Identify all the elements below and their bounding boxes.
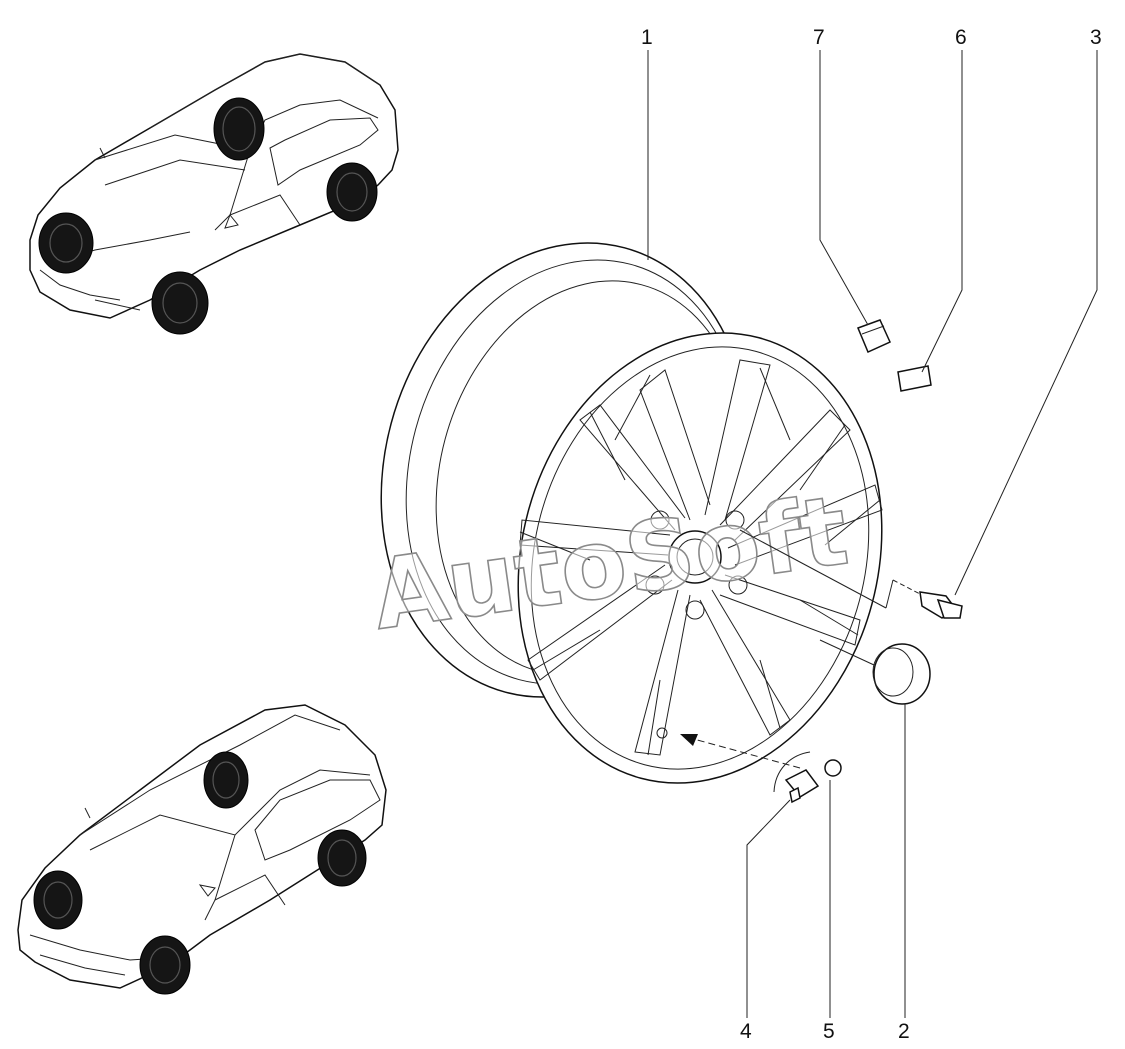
- clip-weight-icon: [857, 319, 891, 354]
- tire-icon: [139, 935, 191, 995]
- valve-stem-icon: [773, 751, 820, 804]
- tire-icon: [33, 870, 83, 930]
- callout-4: 4: [740, 1020, 752, 1043]
- tire-icon: [151, 271, 209, 335]
- tire-icon: [317, 829, 367, 887]
- callout-3: 3: [1090, 26, 1102, 49]
- center-cap-icon: [872, 643, 931, 705]
- tire-icon: [38, 212, 94, 274]
- hatchback-icon: [17, 704, 387, 995]
- leader-lines: [647, 50, 1098, 1018]
- callout-1: 1: [641, 26, 653, 49]
- callout-5: 5: [823, 1020, 835, 1043]
- wheel-bolt-icon: [919, 591, 963, 619]
- sedan-icon: [29, 53, 399, 335]
- callout-2: 2: [898, 1020, 910, 1043]
- adhesive-weight-icon: [897, 365, 932, 392]
- tire-icon: [326, 162, 378, 222]
- callout-6: 6: [955, 26, 967, 49]
- tire-icon: [203, 751, 249, 809]
- wheel-rim-icon: [380, 242, 883, 784]
- tire-icon: [213, 97, 265, 161]
- callout-7: 7: [813, 26, 825, 49]
- valve-cap-icon: [824, 759, 842, 777]
